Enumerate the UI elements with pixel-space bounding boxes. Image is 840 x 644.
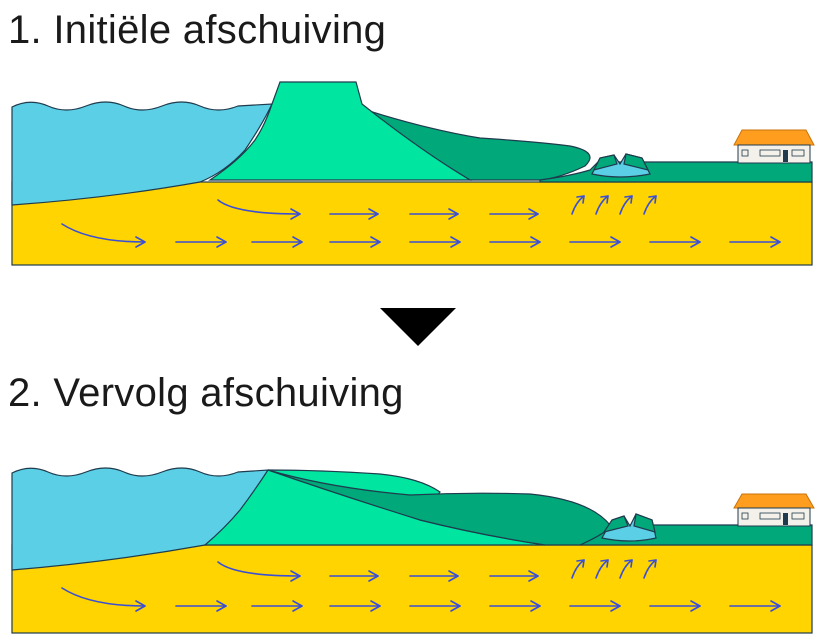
heave-block-top: [592, 153, 650, 171]
down-triangle-icon: [380, 308, 456, 346]
heave-block-top: [602, 513, 656, 533]
panel-2-title: 2. Vervolg afschuiving: [8, 371, 404, 415]
house-icon: [733, 129, 815, 164]
sand-layer: [11, 181, 813, 266]
sand-layer: [11, 544, 813, 634]
house-icon: [733, 493, 815, 527]
groundwater-flow-arrows: [61, 559, 781, 612]
water-body: [11, 101, 273, 206]
panel-1-title: 1. Initiële afschuiving: [8, 8, 387, 52]
dike-body: [208, 81, 473, 181]
groundwater-flow-arrows: [61, 195, 781, 248]
continued-slide-diagram: [11, 467, 815, 634]
initial-slide-diagram: [11, 81, 815, 266]
